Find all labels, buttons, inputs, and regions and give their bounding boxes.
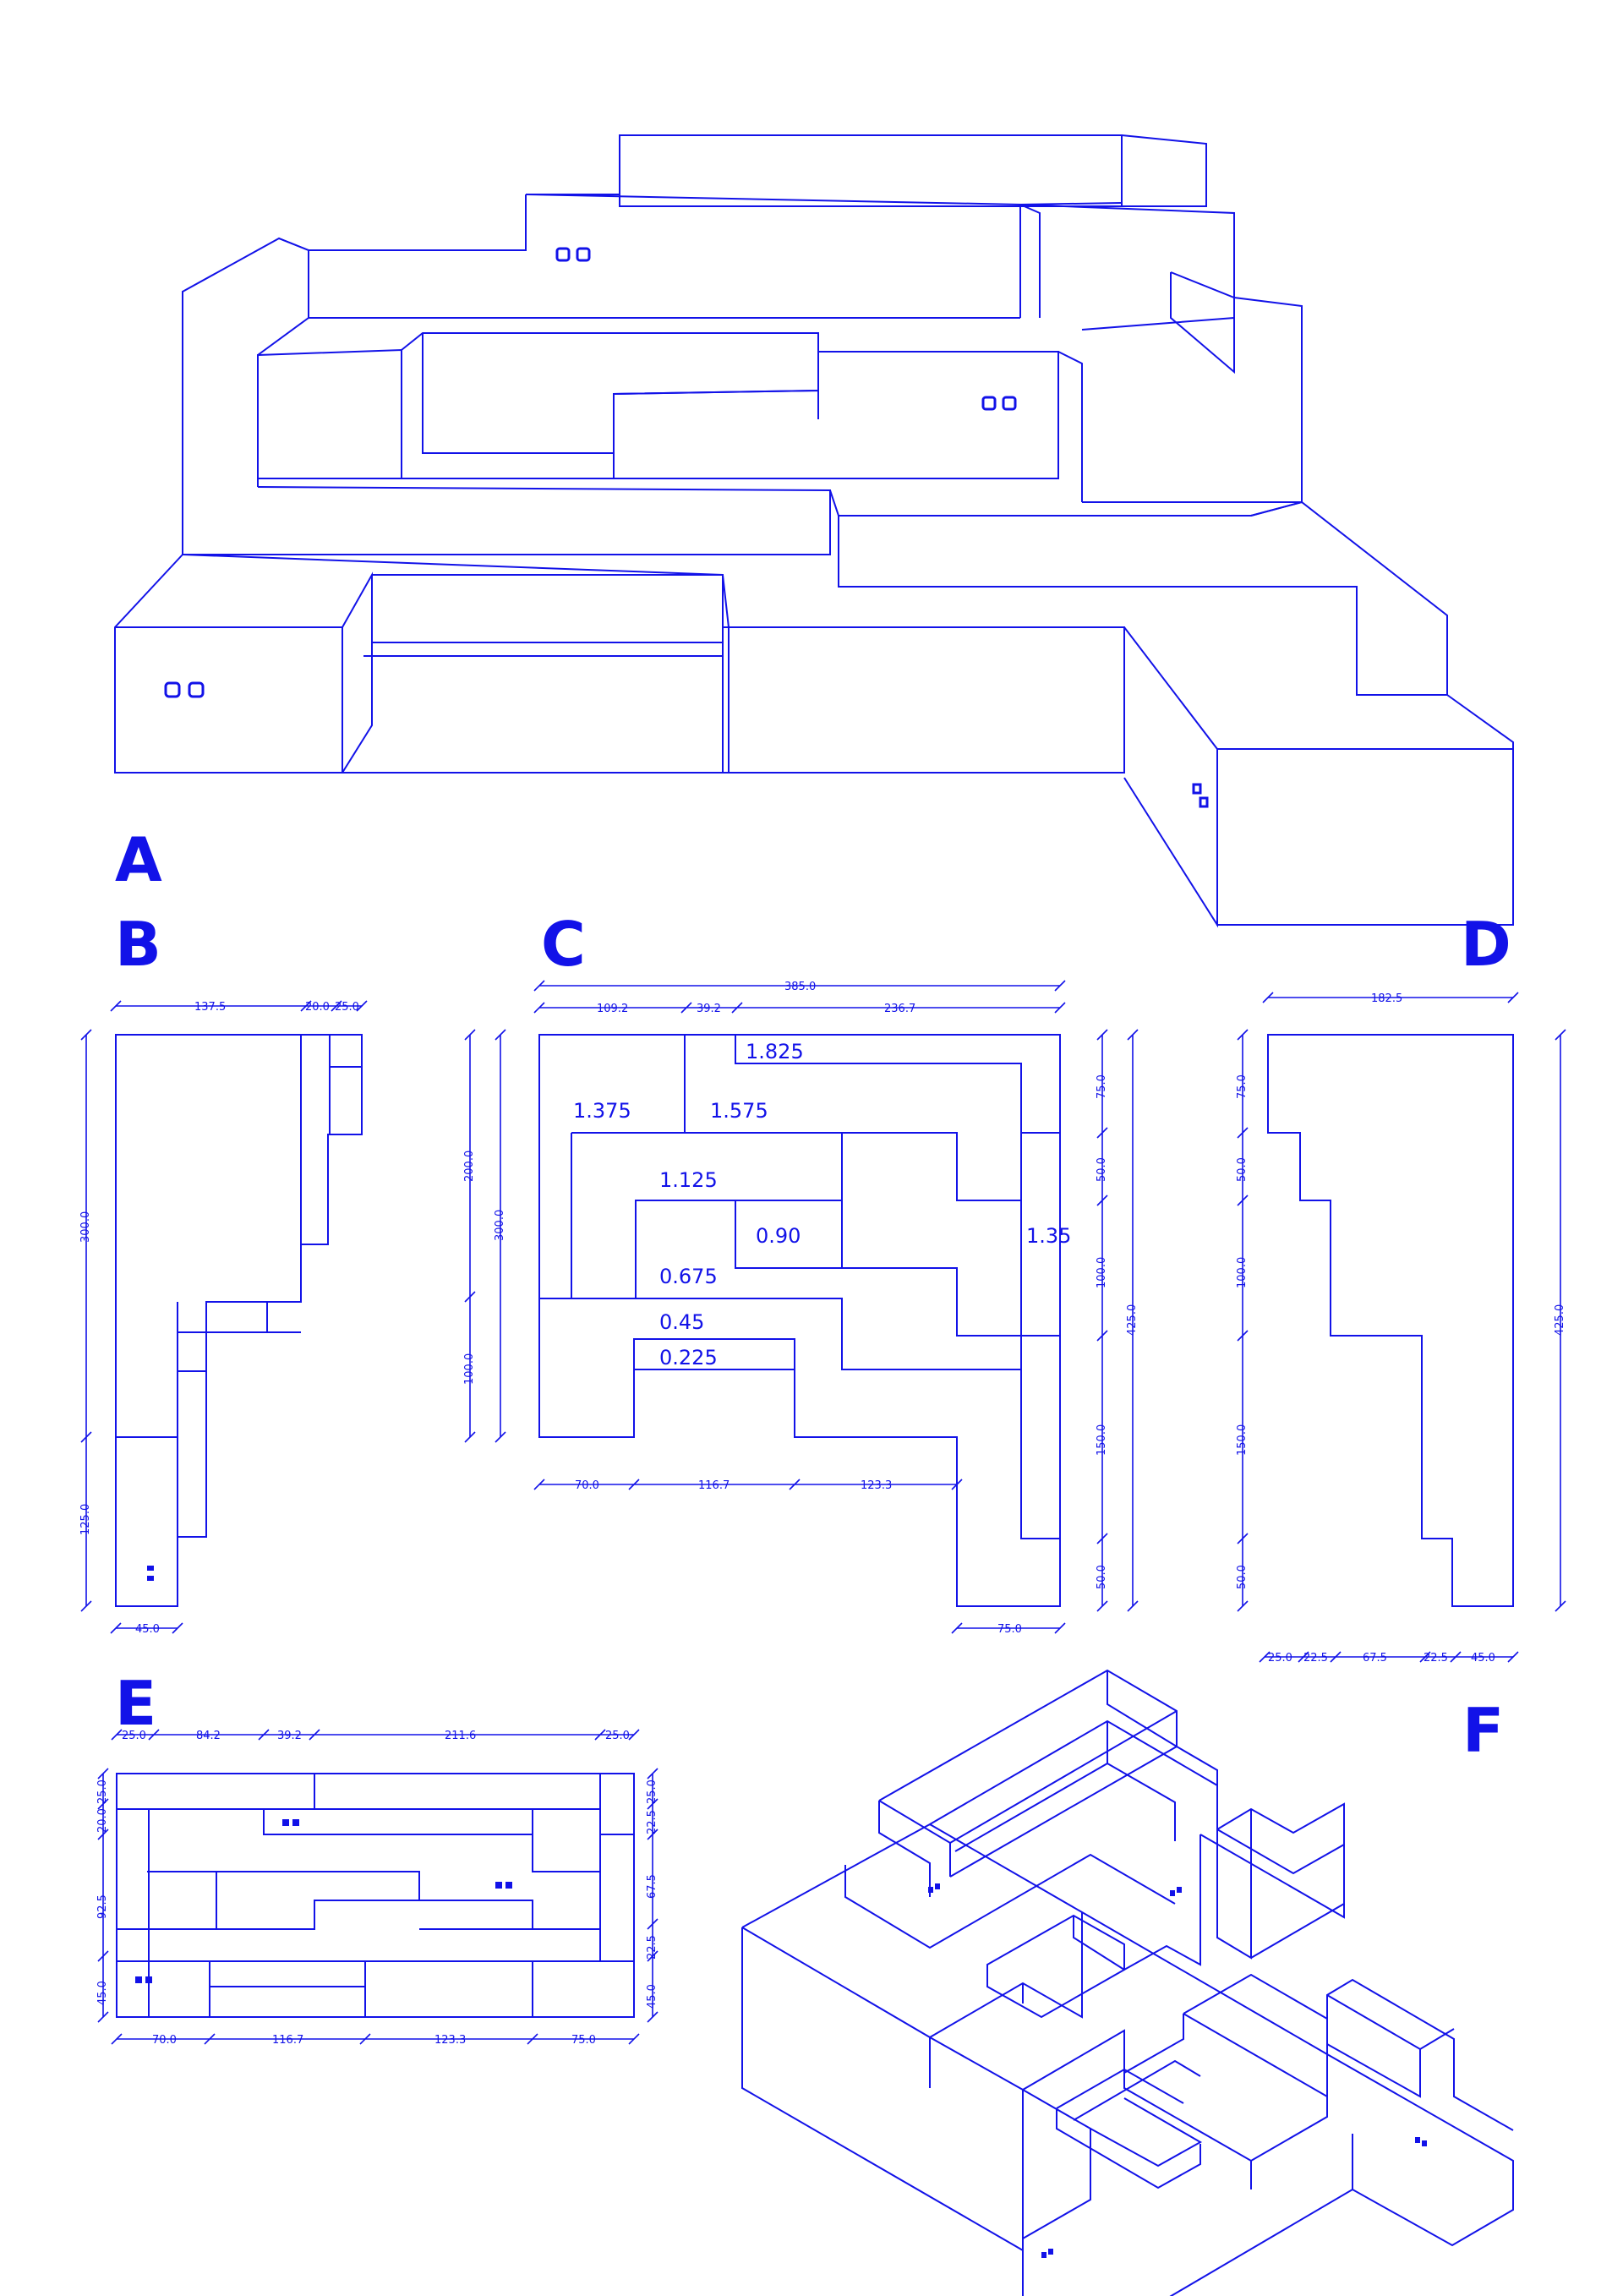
d-left-dim: 50.0 [1236,1157,1249,1182]
c-bottom-dim: 70.0 [575,1479,599,1492]
c-right-dim: 50.0 [1096,1565,1108,1589]
b-top-dim: 20.0 [305,1001,330,1014]
d-bottom-dim: 67.5 [1363,1652,1387,1665]
b-right-dim: 300.0 [494,1210,506,1241]
e-bottom-dim: 123.3 [434,2034,466,2047]
d-bottom-dim: 25.0 [1268,1652,1292,1665]
d-bottom-dim: 22.5 [1424,1652,1448,1665]
outlet-icon [135,1976,152,1983]
outlet-icon [555,247,591,262]
label-c: C [541,909,586,980]
e-right-dim: 45.0 [646,1984,658,2009]
c-top-total: 385.0 [784,981,816,993]
view-a-perspective [114,134,1514,928]
d-left-dim: 150.0 [1236,1424,1249,1456]
label-b: B [115,909,161,980]
e-left-dim: 92.5 [96,1894,109,1919]
c-right-dim: 100.0 [1096,1257,1108,1288]
view-f-outlets [928,1883,1427,2258]
c-bottom-dim: 123.3 [861,1479,892,1492]
view-d-elevation [1267,1034,1514,1607]
view-a-outlets [164,247,1209,808]
c-right-dim: 75.0 [1096,1074,1108,1099]
view-e-dimensions: 25.0 84.2 39.2 211.6 25.0 25.0 20.0 92.5… [96,1729,658,2047]
e-right-dim: 22.5 [646,1935,658,1960]
e-top-dim: 25.0 [122,1730,146,1742]
outlet-icon [495,1882,512,1889]
label-a: A [115,824,162,895]
label-f: F [1462,1695,1504,1766]
d-top-dim: 182.5 [1371,992,1402,1005]
label-e: E [115,1668,156,1739]
d-left-dim: 75.0 [1236,1074,1249,1099]
d-right-total: 425.0 [1554,1304,1566,1336]
level-label: 1.575 [710,1099,768,1123]
e-bottom-dim: 70.0 [152,2034,177,2047]
level-label: 1.825 [746,1040,804,1063]
c-right-dim: 150.0 [1096,1424,1108,1456]
b-top-dim: 25.0 [335,1001,359,1014]
outlet-icon [147,1566,154,1581]
b-bottom-dim: 45.0 [135,1623,160,1636]
outlet-icon [1415,2137,1427,2146]
level-label: 1.35 [1026,1224,1071,1248]
c-right-total: 425.0 [1126,1304,1139,1336]
e-left-dim: 20.0 [96,1808,109,1833]
e-right-dim: 22.5 [646,1810,658,1834]
b-left-dim: 300.0 [79,1211,92,1243]
d-left-dim: 100.0 [1236,1257,1249,1288]
e-left-dim: 25.0 [96,1779,109,1804]
outlet-icon [981,396,1017,411]
e-top-dim: 211.6 [445,1730,476,1742]
level-label: 0.225 [659,1346,718,1369]
c-bottom-right-dim: 75.0 [997,1623,1022,1636]
d-bottom-dim: 22.5 [1303,1652,1328,1665]
e-left-dim: 45.0 [96,1981,109,2005]
outlet-icon [1170,1887,1182,1896]
d-bottom-dim: 45.0 [1471,1652,1495,1665]
e-right-dim: 67.5 [646,1874,658,1899]
view-e-outlets [135,1819,512,1983]
view-c-levels: 1.825 1.375 1.575 1.125 0.90 1.35 0.675 … [573,1040,1071,1369]
d-left-dim: 50.0 [1236,1565,1249,1589]
c-top-dim: 109.2 [597,1003,628,1015]
outlet-icon [164,681,205,698]
level-label: 0.675 [659,1265,718,1288]
label-d: D [1461,909,1511,980]
c-top-dim: 39.2 [697,1003,721,1015]
outlet-icon [1041,2249,1053,2258]
e-bottom-dim: 116.7 [272,2034,303,2047]
level-label: 1.125 [659,1168,718,1192]
e-top-dim: 84.2 [196,1730,221,1742]
e-bottom-dim: 75.0 [571,2034,596,2047]
e-top-dim: 39.2 [277,1730,302,1742]
level-label: 0.45 [659,1310,704,1334]
b-right-dim: 100.0 [463,1353,476,1385]
b-top-dim: 137.5 [194,1001,226,1014]
view-b-dimensions: 137.5 20.0 25.0 300.0 125.0 45.0 300.0 2… [79,1000,506,1636]
b-left-dim: 125.0 [79,1504,92,1535]
e-right-dim: 25.0 [646,1779,658,1804]
view-f-isometric [741,1669,1514,2296]
outlet-icon [282,1819,299,1826]
b-right-dim: 200.0 [463,1151,476,1182]
view-c-plan [538,1034,1061,1607]
c-right-dim: 50.0 [1096,1157,1108,1182]
view-b-elevation [115,1034,363,1607]
view-d-dimensions: 182.5 75.0 50.0 100.0 150.0 50.0 425.0 2… [1236,992,1566,1665]
outlet-icon [928,1883,940,1893]
level-label: 0.90 [756,1224,801,1248]
c-top-dim: 236.7 [884,1003,915,1015]
view-c-dimensions: 385.0 109.2 39.2 236.7 70.0 116.7 123.3 … [533,980,1139,1636]
c-bottom-dim: 116.7 [698,1479,730,1492]
level-label: 1.375 [573,1099,631,1123]
view-e-elevation [116,1773,635,2018]
outlet-icon [1192,783,1209,808]
e-top-dim: 25.0 [605,1730,630,1742]
